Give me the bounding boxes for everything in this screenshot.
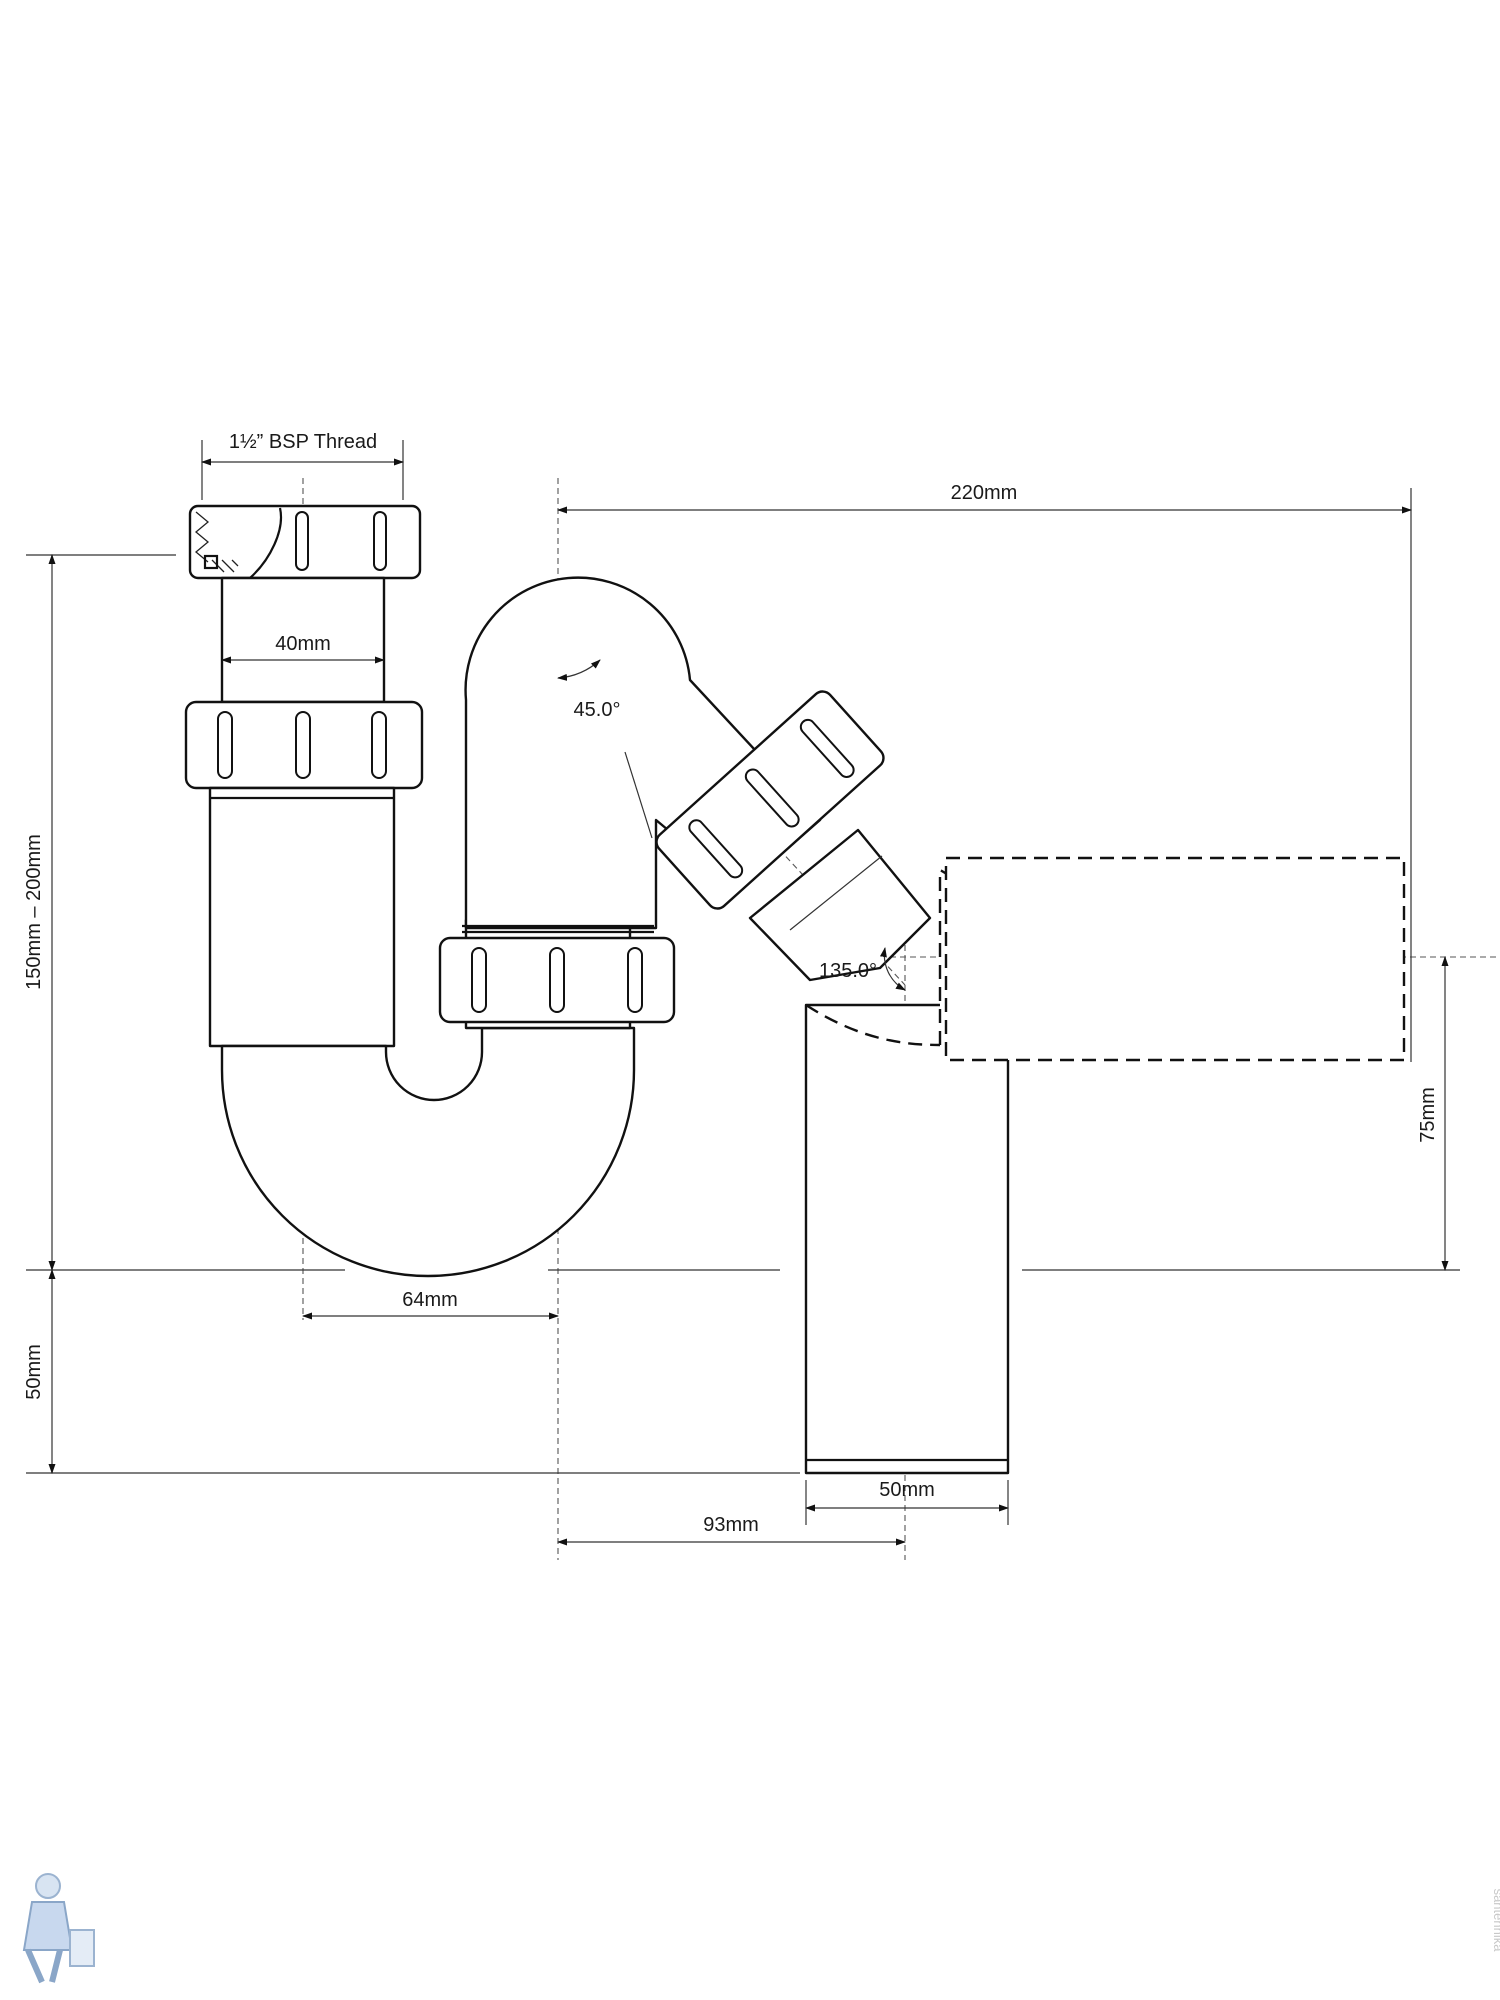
dimension-labels: 1½” BSP Thread 220mm 40mm 45.0° 135.0° 1… [23,431,1439,1536]
u-bend-body [220,1026,636,1278]
angle-135-label: 135.0° [819,960,877,982]
nut-inner-curve [249,507,283,579]
angled-nut [655,690,885,910]
angle-135-arc [879,947,906,991]
watermark: santehnika [1491,1889,1500,1953]
angled-tube [748,828,932,982]
overall-length-label: 220mm [951,482,1018,504]
outlet-assembly [804,856,1406,1475]
inlet-diameter-label: 40mm [275,633,331,655]
horizontal-outlet-dashed [944,856,1406,1062]
outlet-diameter-label: 50mm [879,1479,935,1501]
dimension-lines [48,458,1449,1546]
inlet-body [208,786,396,1048]
outlet-elbow-dashed [805,1003,941,1047]
inlet-to-outlet-label: 64mm [402,1289,458,1311]
plumber-logo [22,1873,95,1984]
angle-45-label: 45.0° [574,699,621,721]
thread-label: 1½” BSP Thread [229,431,377,453]
extension-lines [26,440,1460,1474]
svg-text:santehnika: santehnika [1491,1889,1500,1953]
outlet-tube [804,1003,1010,1475]
seal-depth-label: 75mm [1417,1087,1439,1143]
bottom-extension-label: 50mm [23,1344,45,1400]
angle-45-arc [557,659,601,681]
seal-washer [203,554,219,570]
angle-45-leader [624,751,653,839]
outlet-offset-label: 93mm [703,1514,759,1536]
u-bend [220,918,676,1278]
height-range-label: 150mm – 200mm [23,834,45,990]
upper-bend [462,576,932,982]
inlet-assembly [184,504,424,1048]
